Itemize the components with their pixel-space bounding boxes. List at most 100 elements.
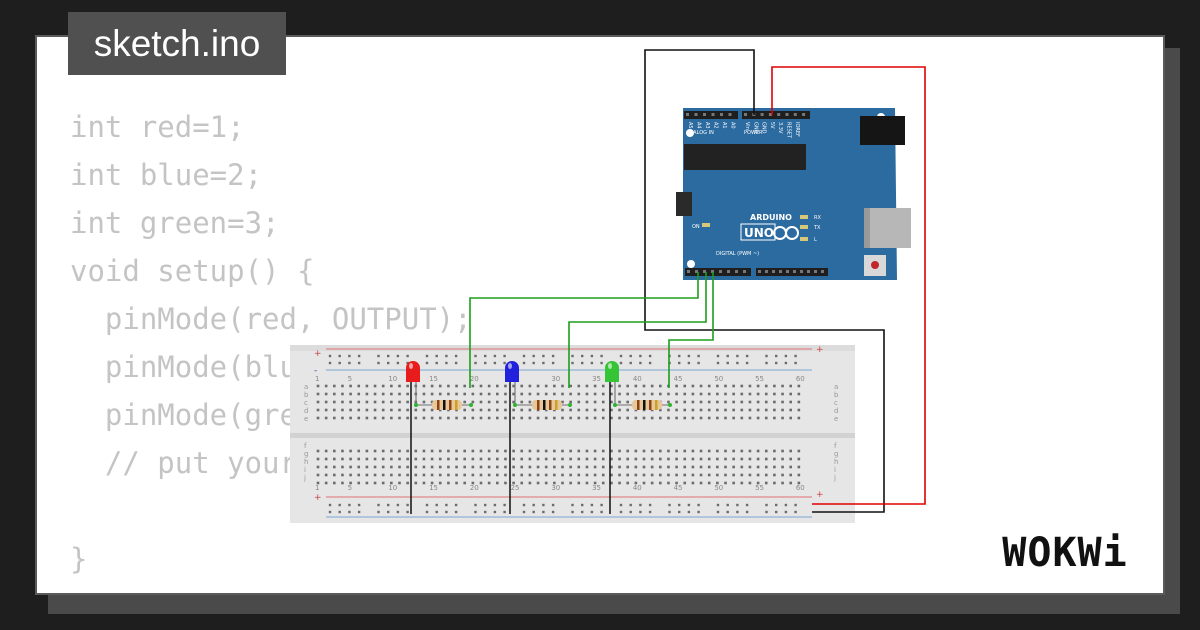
breadboard-hole [463,400,466,404]
wire-green-pin1[interactable] [469,272,699,388]
breadboard-hole [341,416,344,420]
breadboard-hole [333,408,336,412]
breadboard-hole [381,465,385,469]
breadboard-hole [618,416,621,420]
led-green[interactable] [605,361,619,514]
breadboard-hole [349,465,352,469]
rail-hole [629,361,632,365]
led-highlight [508,363,512,369]
rail-hole [542,361,545,365]
breadboard-hole [764,400,768,404]
breadboard-hole [333,384,336,388]
rail-hole [532,361,535,365]
rail-hole [522,354,526,358]
breadboard-hole [724,465,727,469]
breadboard-hole [520,400,524,404]
breadboard-hole [618,384,621,388]
breadboard-hole [463,465,466,469]
row-letter: f [304,442,307,450]
breadboard-hole [349,449,352,453]
breadboard-hole [699,481,703,485]
breadboard-hole [601,408,605,412]
breadboard-hole [764,449,768,453]
breadboard-hole [601,384,605,388]
breadboard-hole [357,392,361,396]
breadboard-hole [667,449,670,453]
breadboard-hole [667,457,670,461]
breadboard-hole [430,465,434,469]
breadboard-hole [773,449,776,453]
led-red[interactable] [406,361,420,514]
rail-hole [581,510,584,514]
rail-hole [406,354,409,358]
breadboard-hole [414,457,418,461]
code-line: } [70,542,88,576]
rail-hole [668,510,671,514]
resistor[interactable] [613,400,672,410]
breadboard-hole [675,465,678,469]
resistor-band [455,400,458,410]
breadboard-hole [390,481,393,485]
breadboard-hole [756,473,760,477]
file-tab[interactable]: sketch.ino [68,12,286,75]
resistor[interactable] [513,400,572,410]
wire-green-pin3[interactable] [668,272,714,388]
breadboard-hole [479,384,483,388]
breadboard-hole [797,400,801,404]
breadboard-hole [691,481,695,485]
breadboard-hole [773,481,776,485]
breadboard-hole [732,457,735,461]
breadboard-hole [577,384,581,388]
led-l [800,237,808,241]
resistor[interactable] [414,400,473,410]
breadboard-hole [756,400,760,404]
breadboard-hole [585,408,589,412]
breadboard-hole [496,416,499,420]
breadboard-hole [544,416,548,420]
wire-red-5v[interactable] [771,66,926,505]
breadboard-hole [634,384,638,388]
breadboard-hole [569,384,572,388]
breadboard-hole [512,481,515,485]
breadboard-hole [789,400,792,404]
rail-hole [493,510,497,514]
wire-black-gnd[interactable] [644,49,885,513]
breadboard-hole [740,400,744,404]
breadboard-hole [406,473,409,477]
rail-hole [348,510,351,514]
resistor-band [649,400,652,410]
breadboard-hole [496,465,499,469]
rail-hole [571,503,574,507]
breadboard-hole [764,465,768,469]
breadboard-hole [716,384,719,388]
breadboard-hole [610,457,613,461]
wire-green-pin2[interactable] [568,272,707,388]
breadboard-hole [357,408,361,412]
breadboard-hole [324,408,328,412]
breadboard-hole [512,416,515,420]
usb-port [864,208,911,248]
breadboard-hole [707,473,711,477]
breadboard-hole [357,449,361,453]
rail-hole [503,354,506,358]
breadboard-hole [398,408,401,412]
rail-hole [794,354,797,358]
rail-hole [348,354,351,358]
breadboard-hole [634,481,638,485]
breadboard-hole [642,473,646,477]
breadboard-hole [789,384,792,388]
breadboard-hole [601,400,605,404]
breadboard-hole [789,481,792,485]
breadboard-hole [406,400,409,404]
breadboard-hole [333,465,336,469]
breadboard-hole [414,449,418,453]
breadboard-hole [699,392,703,396]
breadboard-hole [536,473,540,477]
breadboard-hole [324,392,328,396]
led-blue[interactable] [505,361,519,514]
breadboard-hole [341,400,344,404]
breadboard-hole [642,384,646,388]
breadboard-hole [333,392,336,396]
